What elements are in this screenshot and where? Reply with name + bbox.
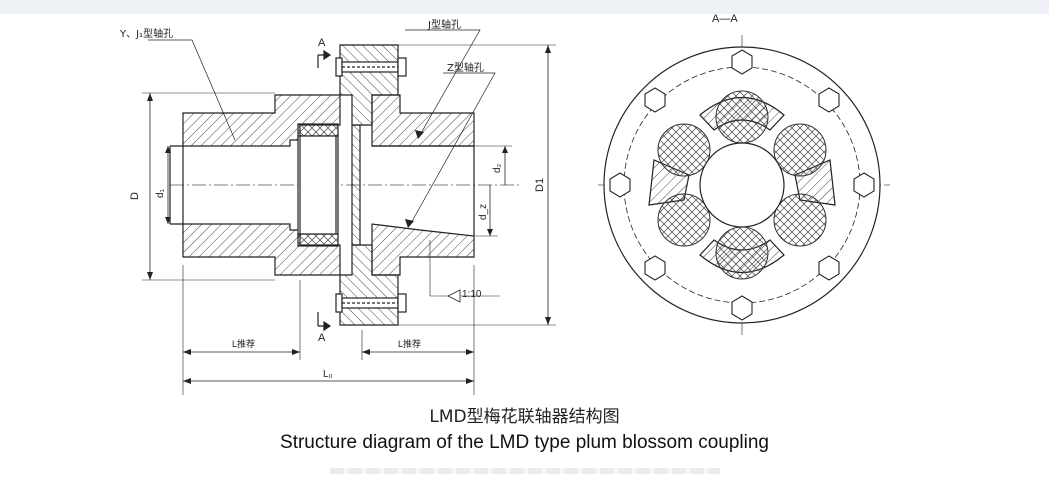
faint-footer-text (330, 468, 720, 474)
label-dim-dz: d_z (478, 204, 489, 220)
label-j-bore: J型轴孔 (427, 18, 461, 31)
label-dim-d2: d₂ (492, 163, 503, 173)
elastic-lobes (657, 90, 827, 280)
label-y-j1-bore: Y、J₁型轴孔 (119, 27, 173, 40)
bolt-bottom (335, 293, 407, 313)
top-strip (0, 0, 1049, 14)
center-bore (699, 142, 785, 228)
label-dim-D: D (129, 192, 141, 200)
right-hub-lower (371, 223, 475, 276)
coupling-drawing: Y、J₁型轴孔 J型轴孔 Z型轴孔 A A D d₁ d₂ d_z D1 1:1… (119, 13, 890, 395)
bolts (609, 49, 875, 321)
label-taper: 1:10 (462, 289, 482, 300)
label-dim-L0: L₀ (323, 369, 333, 380)
caption-english: Structure diagram of the LMD type plum b… (280, 432, 769, 453)
bolt-top (335, 57, 407, 77)
elastic-element-upper (297, 123, 339, 137)
elastic-element-lower (297, 233, 339, 247)
section-a-a-view (598, 35, 890, 335)
right-hub-upper (371, 94, 475, 147)
label-section-a-bottom: A (318, 332, 326, 344)
label-dim-L-left: L推荐 (232, 338, 255, 349)
label-section-a-top: A (318, 37, 326, 49)
label-z-bore: Z型轴孔 (447, 61, 484, 74)
caption-chinese: LMD型梅花联轴器结构图 (429, 407, 620, 427)
label-dim-D1: D1 (534, 178, 546, 192)
left-hub-lower (182, 223, 341, 276)
label-dim-L-right: L推荐 (398, 338, 421, 349)
side-section-view (142, 29, 556, 395)
label-dim-d1: d₁ (155, 188, 166, 198)
label-section-a-a: A—A (712, 13, 738, 25)
